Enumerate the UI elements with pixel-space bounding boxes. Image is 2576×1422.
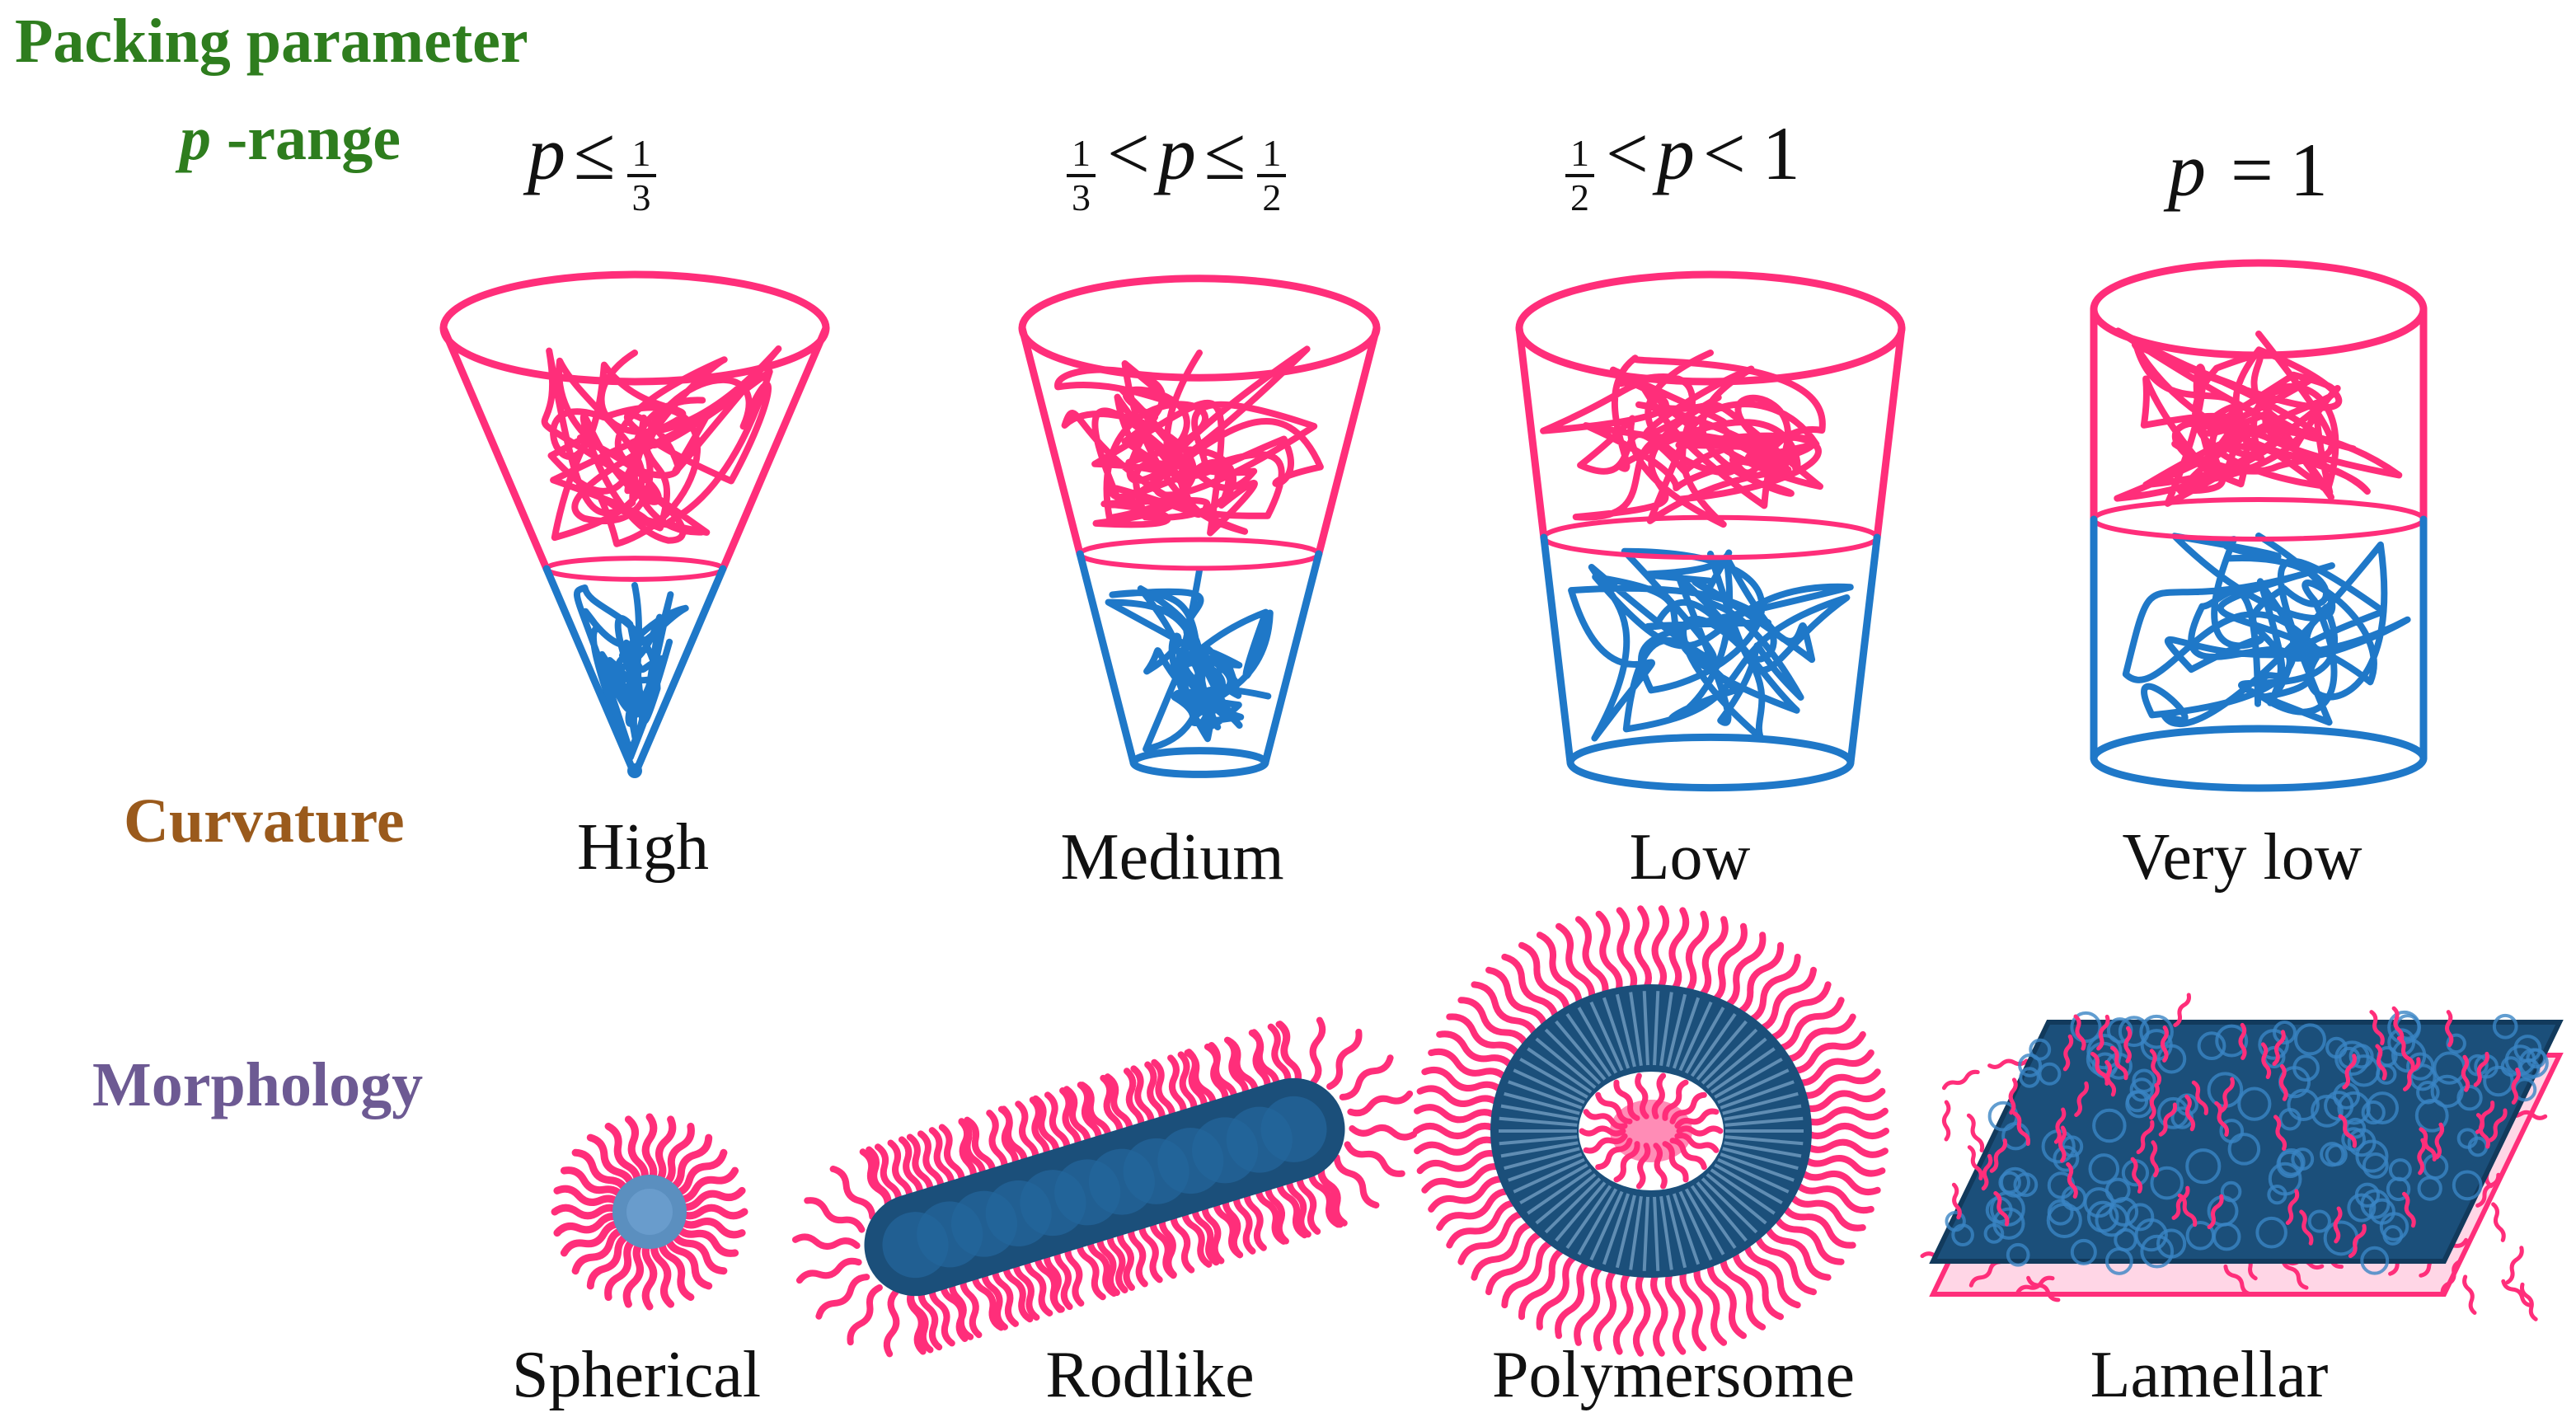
morphology-label-rodlike: Rodlike [1045,1339,1255,1411]
operator: ≤ [1204,111,1246,195]
packing-parameter-title: Packing parameter [15,7,528,76]
cone-high [439,270,830,778]
numerator: 1 [1257,132,1287,178]
denominator: 3 [1072,176,1091,219]
cone-low [1515,270,1906,792]
curvature-label-very-low: Very low [2122,821,2363,894]
numerator: 1 [1565,132,1594,178]
morphology-label-polymersome: Polymersome [1492,1339,1855,1411]
p-range-4: p=1 [2168,132,2336,208]
numerator: 1 [1067,132,1096,178]
cylinder-very-low [2090,259,2428,792]
denominator: 3 [631,176,651,219]
curvature-label-medium: Medium [1060,821,1284,894]
p-range-text: -range [211,104,401,173]
curvature-title: Curvature [124,786,405,856]
rodlike-micelle [791,1016,1418,1358]
denominator: 2 [1262,176,1282,219]
curvature-label-high: High [577,811,709,884]
p-range-symbol: p [180,104,211,173]
p-range-title: p -range [180,107,401,170]
operator: = [2231,128,2273,212]
denominator: 2 [1570,176,1589,219]
spherical-micelle [551,1113,748,1311]
morphology-title: Morphology [92,1050,424,1119]
polymersome [1413,905,1889,1357]
curvature-label-low: Low [1629,821,1751,894]
operator: < [1702,111,1746,195]
morphology-label-spherical: Spherical [511,1339,762,1411]
p-symbol: p [2168,128,2206,212]
operator: ≤ [574,111,616,195]
morphology-label-lamellar: Lamellar [2090,1339,2329,1411]
lamellar-sheet [1920,993,2564,1321]
p-symbol: p [1656,111,1695,195]
cone-medium [1018,275,1381,778]
operator: < [1107,111,1150,195]
p-symbol: p [1157,111,1196,195]
numerator: 1 [626,132,656,178]
p-symbol: p [528,111,565,195]
value: 1 [1762,111,1800,195]
operator: < [1606,111,1649,195]
value: 1 [2289,128,2328,212]
